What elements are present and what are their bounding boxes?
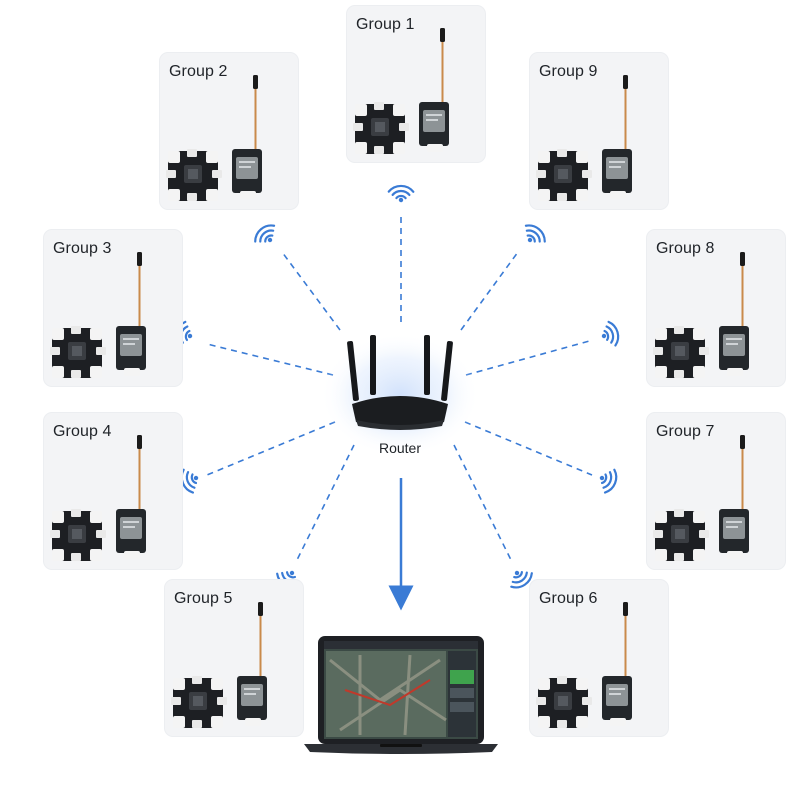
group-card-4: Group 4 bbox=[44, 413, 182, 569]
laptop-icon bbox=[304, 636, 498, 754]
radio-module bbox=[116, 326, 146, 376]
flight-controller-board bbox=[171, 676, 227, 728]
flight-controller-board bbox=[536, 676, 592, 728]
radio-module bbox=[232, 149, 262, 199]
module-pair-icon bbox=[50, 435, 146, 561]
flight-controller-board bbox=[653, 509, 709, 561]
link-line-group-7 bbox=[464, 421, 593, 476]
group-label: Group 5 bbox=[174, 590, 233, 607]
radio-module bbox=[237, 676, 267, 726]
group-card-3: Group 3 bbox=[44, 230, 182, 386]
link-line-group-5 bbox=[295, 444, 355, 563]
wifi-signal-icon bbox=[510, 570, 533, 589]
module-pair-icon bbox=[653, 435, 749, 561]
wifi-signal-icon bbox=[601, 320, 620, 347]
flight-controller-board bbox=[653, 326, 709, 378]
radio-module bbox=[602, 676, 632, 726]
group-card-8: Group 8 bbox=[647, 230, 785, 386]
group-card-2: Group 2 bbox=[160, 53, 298, 209]
group-card-1: Group 1 bbox=[347, 6, 485, 162]
wifi-signal-icon bbox=[387, 184, 415, 203]
group-card-6: Group 6 bbox=[530, 580, 668, 736]
module-pair-icon bbox=[166, 75, 262, 201]
group-card-9: Group 9 bbox=[530, 53, 668, 209]
radio-module bbox=[719, 326, 749, 376]
link-line-group-3 bbox=[206, 343, 334, 376]
router-label: Router bbox=[378, 440, 422, 456]
module-pair-icon bbox=[653, 252, 749, 378]
group-label: Group 2 bbox=[169, 63, 228, 80]
flight-controller-board bbox=[536, 149, 592, 201]
wireless-links bbox=[206, 214, 594, 563]
link-line-group-2 bbox=[281, 251, 341, 331]
group-label: Group 3 bbox=[53, 240, 112, 257]
radio-module bbox=[419, 102, 449, 152]
link-line-group-4 bbox=[206, 421, 336, 476]
module-pair-icon bbox=[536, 602, 632, 728]
module-pair-icon bbox=[171, 602, 267, 728]
flight-controller-board bbox=[50, 509, 106, 561]
radio-module bbox=[719, 509, 749, 559]
flight-controller-board bbox=[353, 102, 409, 154]
wifi-signal-icon bbox=[254, 224, 276, 243]
group-label: Group 4 bbox=[53, 423, 112, 440]
radio-module bbox=[116, 509, 146, 559]
group-label: Group 6 bbox=[539, 590, 598, 607]
group-label: Group 1 bbox=[356, 16, 415, 33]
group-card-5: Group 5 bbox=[165, 580, 303, 736]
flight-controller-board bbox=[166, 149, 222, 201]
group-label: Group 7 bbox=[656, 423, 715, 440]
module-pair-icon bbox=[353, 28, 449, 154]
module-pair-icon bbox=[50, 252, 146, 378]
wifi-signal-icon bbox=[599, 468, 618, 494]
wifi-signal-icon bbox=[180, 468, 199, 494]
link-line-group-9 bbox=[460, 251, 519, 331]
router-icon bbox=[347, 335, 453, 430]
flight-controller-board bbox=[50, 326, 106, 378]
radio-module bbox=[602, 149, 632, 199]
link-line-group-8 bbox=[465, 339, 594, 376]
group-label: Group 8 bbox=[656, 240, 715, 257]
router-glow bbox=[320, 333, 480, 457]
group-card-7: Group 7 bbox=[647, 413, 785, 569]
link-line-group-6 bbox=[453, 444, 513, 563]
module-pair-icon bbox=[536, 75, 632, 201]
group-label: Group 9 bbox=[539, 63, 598, 80]
wifi-signal-icon bbox=[524, 224, 546, 243]
